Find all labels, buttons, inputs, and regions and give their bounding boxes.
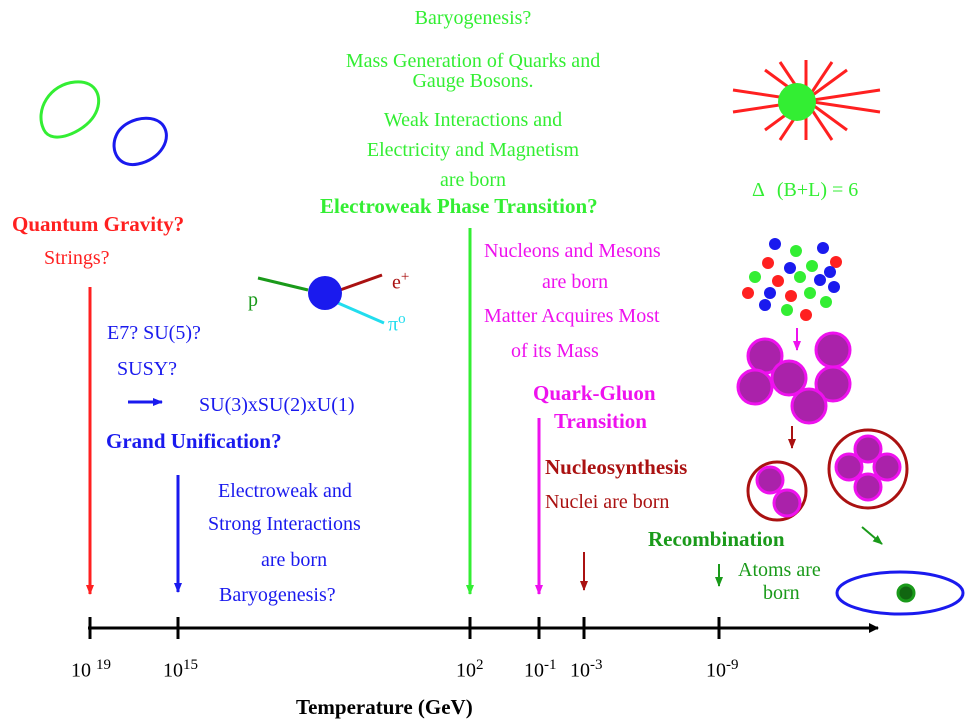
tick-label-1e15: 1015 bbox=[163, 658, 198, 681]
grand-unification-title: Grand Unification? bbox=[106, 429, 282, 453]
recombination-title: Recombination bbox=[648, 527, 785, 551]
tick-exp-1e19: 19 bbox=[96, 657, 111, 673]
quantum-gravity-title: Quantum Gravity? bbox=[12, 212, 185, 236]
gut-baryogenesis-label: Baryogenesis? bbox=[219, 584, 336, 606]
helium-nucleus bbox=[827, 428, 909, 510]
nucleons-line-2: are born bbox=[542, 271, 609, 293]
atom bbox=[835, 570, 965, 616]
positron-charge: + bbox=[400, 269, 410, 285]
gut-line-1: Electroweak and bbox=[218, 480, 352, 502]
sphaleron-burst bbox=[732, 60, 881, 141]
tick-label-1e-3: 10-3 bbox=[570, 658, 603, 681]
weak-line-1: Weak Interactions and bbox=[383, 109, 563, 131]
nucleons bbox=[736, 331, 852, 425]
quark-gluon-plasma bbox=[742, 238, 842, 321]
weak-line-2: Electricity and Magnetism bbox=[366, 139, 580, 161]
tick-exp-1e15: 15 bbox=[183, 657, 198, 673]
nucleosynthesis-title: Nucleosynthesis bbox=[545, 455, 688, 479]
delta-symbol: Δ bbox=[752, 179, 765, 201]
pion-charge: o bbox=[398, 311, 406, 327]
ew-baryogenesis-label: Baryogenesis? bbox=[414, 7, 532, 29]
quark-gluon-title-1: Quark-Gluon bbox=[533, 381, 656, 405]
tick-base-1e-9: 10 bbox=[706, 659, 726, 682]
tick-base-1e-1: 10 bbox=[524, 659, 544, 682]
tick-exp-1e2: 2 bbox=[476, 657, 484, 673]
axis-title: Temperature (GeV) bbox=[296, 695, 473, 719]
mass-generation-line-1: Mass Generation of Quarks and bbox=[345, 50, 601, 72]
sphaleron-charge: (B+L) = 6 bbox=[776, 179, 859, 201]
gut-line-2: Strong Interactions bbox=[208, 513, 361, 535]
nucleons-line-1: Nucleons and Mesons bbox=[484, 240, 661, 262]
pion-symbol: π bbox=[388, 313, 399, 336]
axis-tick-marks bbox=[88, 617, 721, 639]
tick-exp-1e-3: -3 bbox=[590, 657, 603, 673]
tick-label-1e19: 10 19 bbox=[71, 658, 111, 681]
string-loop-green bbox=[39, 80, 100, 139]
proton-decay-diagram bbox=[257, 273, 385, 325]
tick-label-1e-9: 10-9 bbox=[706, 658, 739, 681]
pion-label: πo bbox=[388, 312, 406, 335]
electroweak-transition-title: Electroweak Phase Transition? bbox=[320, 194, 598, 218]
mass-generation-line-2: Gauge Bosons. bbox=[412, 70, 534, 92]
atoms-born-line-1: Atoms are bbox=[738, 559, 821, 581]
weak-line-3: are born bbox=[439, 169, 507, 191]
tick-base-1e19: 10 bbox=[71, 659, 91, 682]
tick-exp-1e-9: -9 bbox=[726, 657, 739, 673]
gut-groups-label: E7? SU(5)? bbox=[107, 322, 201, 344]
nucleons-line-4: of its Mass bbox=[511, 340, 599, 362]
quark-gluon-title-2: Transition bbox=[554, 409, 647, 433]
proton-label: p bbox=[248, 289, 258, 311]
deuteron bbox=[746, 460, 808, 522]
sphaleron-label: Δ (B+L) = 6 bbox=[752, 180, 858, 200]
nuclei-arrow bbox=[861, 526, 883, 545]
atoms-born-line-2: born bbox=[763, 582, 800, 604]
gut-line-3: are born bbox=[261, 549, 328, 571]
tick-label-1e-1: 10-1 bbox=[524, 658, 557, 681]
tick-label-1e2: 102 bbox=[456, 658, 484, 681]
susy-label: SUSY? bbox=[117, 358, 178, 380]
standard-model-group-label: SU(3)xSU(2)xU(1) bbox=[199, 394, 355, 416]
positron-symbol: e bbox=[392, 271, 401, 294]
string-loop-blue bbox=[112, 116, 168, 167]
nuclei-born-label: Nuclei are born bbox=[545, 491, 670, 513]
tick-base-1e-3: 10 bbox=[570, 659, 590, 682]
tick-base-1e15: 10 bbox=[163, 659, 183, 682]
positron-label: e+ bbox=[392, 270, 409, 293]
nucleons-line-3: Matter Acquires Most bbox=[484, 305, 660, 327]
tick-base-1e2: 10 bbox=[456, 659, 476, 682]
tick-exp-1e-1: -1 bbox=[544, 657, 557, 673]
strings-label: Strings? bbox=[44, 247, 110, 269]
